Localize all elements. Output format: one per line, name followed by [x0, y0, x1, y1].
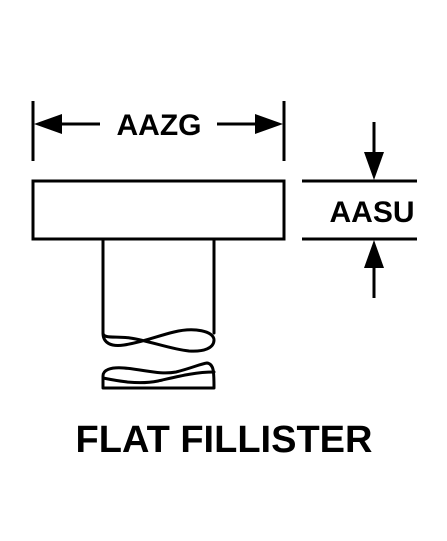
shank-break-upper	[101, 328, 216, 353]
width-arrowhead-left	[34, 114, 62, 134]
width-dimension: AAZG	[31, 101, 286, 161]
screw-shank	[101, 238, 216, 390]
screw-head	[31, 179, 286, 241]
diagram-caption: FLAT FILLISTER	[76, 419, 373, 461]
width-dimension-label: AAZG	[117, 109, 202, 142]
height-arrowhead-top	[364, 152, 384, 180]
height-dimension-label: AASU	[329, 196, 414, 229]
width-arrowhead-right	[255, 114, 283, 134]
height-dimension: AASU	[302, 122, 417, 298]
shank-break-lower-curve	[101, 370, 216, 385]
height-arrowhead-bottom	[364, 240, 384, 268]
shank-break-lower	[101, 361, 216, 390]
